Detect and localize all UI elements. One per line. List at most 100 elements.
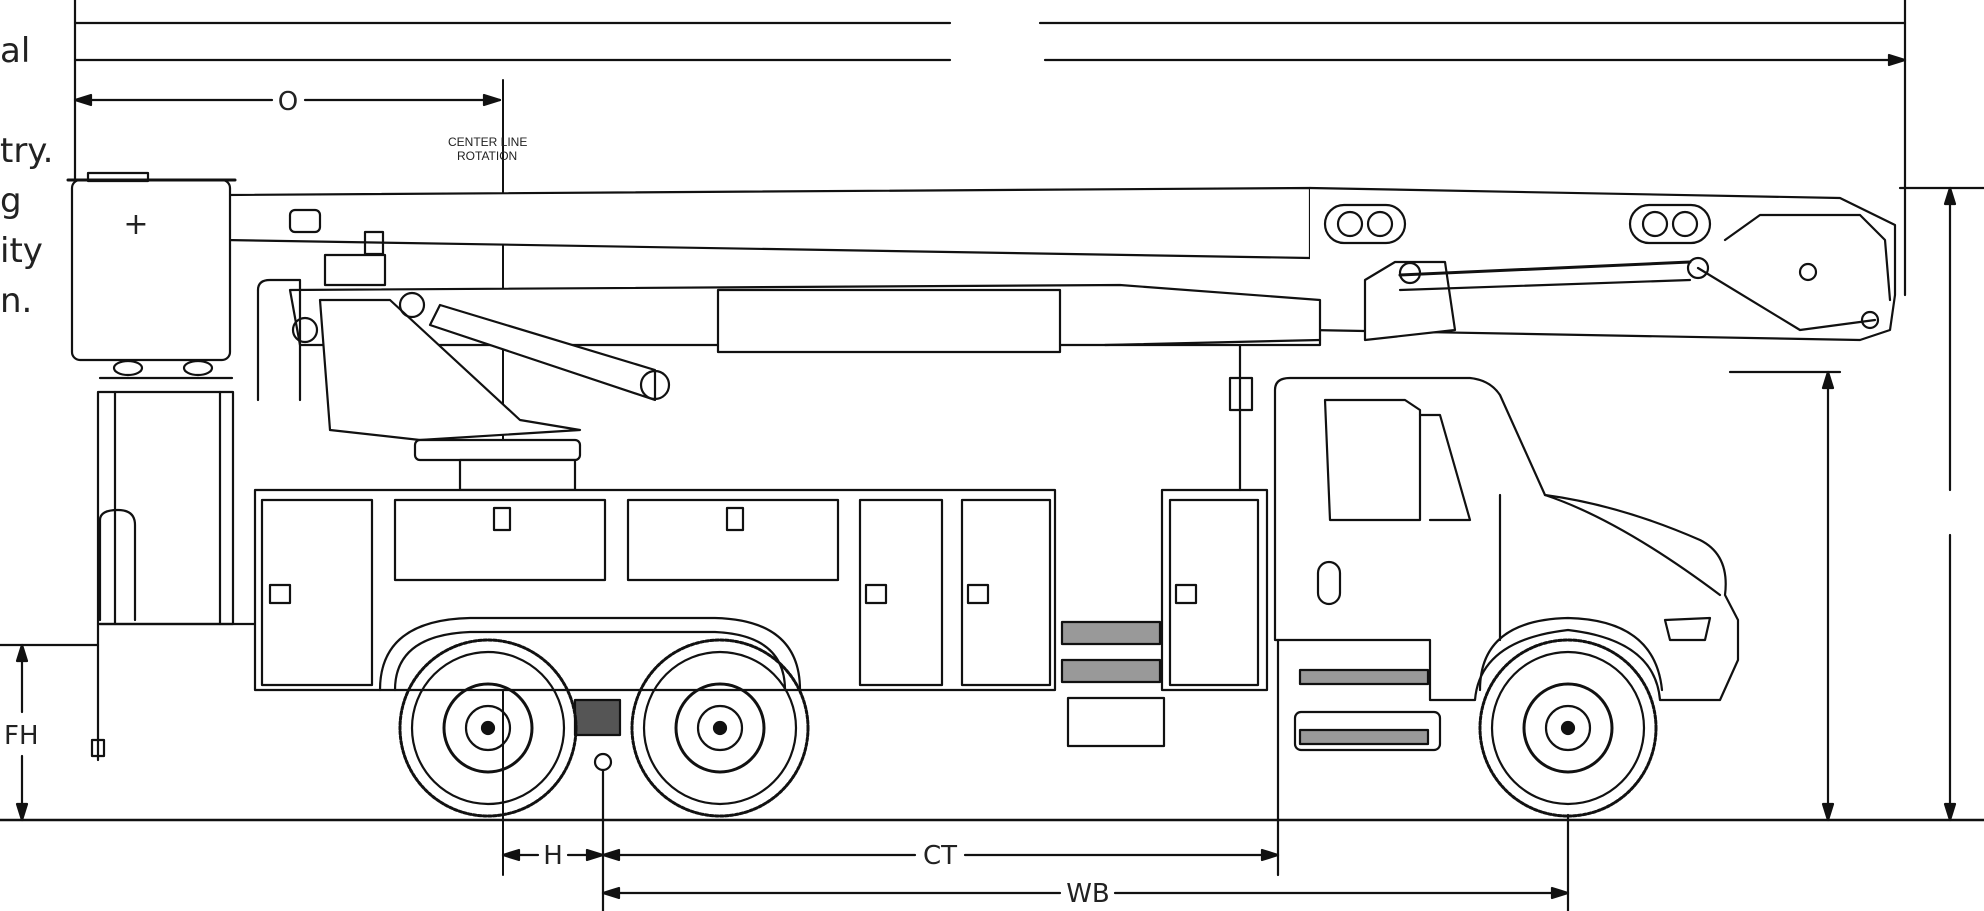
side-text-1: al [0, 31, 30, 71]
bucket-foot-left [112, 359, 144, 377]
rear-stand [90, 390, 257, 762]
boom-small-box [288, 208, 322, 234]
utility-body [253, 343, 1269, 748]
front-hubcap [1544, 704, 1592, 752]
ct-label: CT [923, 841, 957, 871]
body-outline [253, 488, 1057, 692]
rear-hubcap-1 [464, 704, 512, 752]
side-text-2: try. [0, 131, 53, 171]
spring-hanger [573, 698, 622, 737]
boom-rest-cap [1228, 376, 1254, 412]
lower-boom-panel [716, 288, 1062, 354]
boom-height-arrow-bottom [1821, 802, 1835, 822]
turret-arm [318, 298, 582, 442]
front-fender [1478, 616, 1664, 692]
headlight [1663, 616, 1712, 642]
lower-pivot-plate [1363, 260, 1457, 342]
o-arrow-left [73, 93, 93, 107]
boom-height-arrow-top [1821, 370, 1835, 390]
aerial-bucket: + [66, 171, 237, 380]
side-text-4: ity [0, 231, 43, 271]
tip-linkage [1696, 266, 1877, 332]
lift-cylinder-pin-bottom [639, 369, 671, 401]
axle-pivot [593, 752, 613, 772]
door-latch-5 [966, 583, 990, 605]
top-dim-arrow [1887, 53, 1907, 67]
hood-line [1543, 493, 1722, 597]
fh-arrow-top [15, 643, 29, 663]
compartment-door-3 [626, 498, 840, 582]
rear-grab-handle [98, 508, 137, 622]
stand-frame [96, 390, 235, 626]
door-latch-4 [864, 583, 888, 605]
boom-window-1 [1323, 203, 1407, 245]
cab-step-1 [1298, 668, 1430, 686]
battery-box [1066, 696, 1166, 748]
tip-pin [1798, 262, 1818, 282]
boom-window-2a [1641, 210, 1669, 238]
lift-cylinder-pin-top [398, 291, 426, 319]
boom-window-1a [1336, 210, 1364, 238]
front-center [1560, 720, 1576, 736]
tandem-fender [378, 616, 802, 692]
compartment-door-5 [960, 498, 1052, 687]
boom-window-2b [1671, 210, 1699, 238]
rear-center-1 [480, 720, 496, 736]
rear-rim-2 [642, 650, 798, 806]
centerline-label-1: CENTER LINE [448, 135, 527, 149]
rear-tire-2 [630, 638, 810, 818]
rear-rim-1 [410, 650, 566, 806]
bucket-lip [86, 171, 150, 183]
cylinder-pin-2 [1686, 256, 1710, 280]
side-text-5: n. [0, 281, 32, 321]
h-label: H [543, 841, 563, 871]
h-arrow-left [501, 848, 521, 862]
wb-label: WB [1066, 879, 1110, 909]
front-compartment [1160, 488, 1269, 692]
h-arrow-right [585, 848, 605, 862]
compartment-door-6 [1168, 498, 1260, 687]
rear-hub-1 [442, 682, 534, 774]
tip-hydraulic-cylinder-2 [1398, 278, 1692, 292]
ct-arrow-left [601, 848, 621, 862]
compartment-door-1 [260, 498, 374, 687]
door-latch-1 [268, 583, 292, 605]
wb-arrow-left [601, 886, 621, 900]
boom-tip-bracket [1723, 213, 1892, 302]
turret-base-plate [413, 438, 582, 462]
bucket-foot-right [182, 359, 214, 377]
bucket-cross-mark: + [123, 207, 148, 242]
door-handle [1316, 560, 1342, 606]
dimension-fh: FH [0, 643, 100, 822]
door-latch-3 [725, 506, 745, 532]
cab-side-window [1418, 413, 1472, 522]
truck-cab [1273, 376, 1740, 752]
rear-hubcap-2 [696, 704, 744, 752]
tip-pin-2 [1860, 310, 1880, 330]
rear-wheel-1 [398, 638, 578, 818]
o-arrow-right [482, 93, 502, 107]
rear-tire-1 [398, 638, 578, 818]
cab-window [1323, 398, 1422, 522]
front-rim [1490, 650, 1646, 806]
tip-hydraulic-cylinder [1398, 260, 1692, 277]
rear-hub-2 [674, 682, 766, 774]
outrigger-pad [90, 738, 106, 758]
fh-label: FH [4, 721, 39, 751]
height-dimensions [1728, 186, 1984, 822]
dimension-o: O [73, 87, 502, 117]
boom-tube-upper [223, 186, 1312, 260]
pivot-pin [291, 316, 319, 344]
fuel-tank [1293, 710, 1442, 752]
fh-arrow-bottom [15, 802, 29, 822]
cylinder-pin-1 [1398, 261, 1422, 285]
turret-pedestal [458, 458, 577, 492]
rotator-cap [363, 230, 385, 256]
boom-window-1b [1366, 210, 1394, 238]
lower-boom-edge [1103, 338, 1322, 347]
rear-center-2 [712, 720, 728, 736]
boom-tip-section [1308, 186, 1897, 342]
bucket-body [70, 178, 232, 362]
o-label: O [278, 87, 298, 117]
